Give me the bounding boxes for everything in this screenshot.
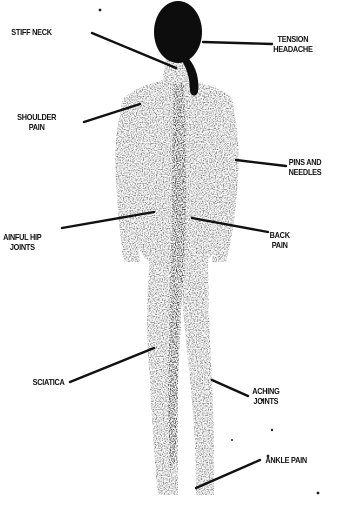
leader-tension-headache bbox=[203, 42, 272, 44]
label-pins-and-needles: PINS AND NEEDLES bbox=[289, 157, 322, 177]
leader-sciatica bbox=[70, 348, 154, 382]
figure-right-leg bbox=[178, 255, 214, 495]
leader-pins-and-needles bbox=[236, 160, 286, 166]
label-back-pain: BACK PAIN bbox=[270, 230, 290, 250]
label-painful-hip-joints: AINFUL HIP JOINTS bbox=[3, 232, 41, 252]
label-stiff-neck: STIFF NECK bbox=[11, 27, 51, 37]
leader-aching-joints bbox=[212, 380, 248, 396]
label-sciatica: SCIATICA bbox=[33, 377, 65, 387]
label-shoulder-pain: SHOULDER PAIN bbox=[17, 112, 56, 132]
label-tension-headache: TENSION HEADACHE bbox=[273, 34, 312, 54]
head-hair bbox=[154, 1, 202, 63]
label-ankle-pain: ANKLE PAIN bbox=[265, 455, 307, 465]
label-aching-joints: ACHING JOINTS bbox=[252, 386, 279, 406]
